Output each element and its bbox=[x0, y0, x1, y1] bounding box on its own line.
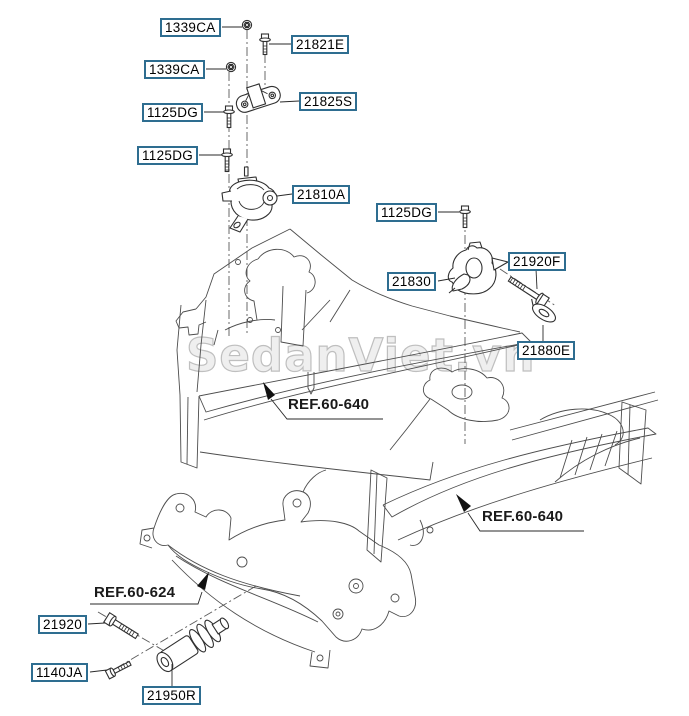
part-label-21880E[interactable]: 21880E bbox=[517, 341, 576, 360]
leader-lines bbox=[87, 26, 584, 686]
crossmember-drawing bbox=[139, 469, 417, 669]
part-label-21821E[interactable]: 21821E bbox=[291, 35, 350, 54]
part-label-1125DG-c[interactable]: 1125DG bbox=[376, 203, 438, 222]
bolt-icon bbox=[259, 33, 271, 56]
bracket-21825S-drawing bbox=[235, 83, 281, 113]
part-label-21920[interactable]: 21920 bbox=[38, 615, 88, 634]
part-label-21830[interactable]: 21830 bbox=[387, 272, 437, 291]
part-label-1140JA[interactable]: 1140JA bbox=[31, 663, 88, 682]
engine-mount-21810A-drawing bbox=[221, 166, 278, 233]
part-label-21920F[interactable]: 21920F bbox=[508, 252, 566, 271]
nut-icon bbox=[241, 19, 253, 31]
part-label-21950R[interactable]: 21950R bbox=[142, 686, 202, 705]
part-label-21825S[interactable]: 21825S bbox=[299, 92, 358, 111]
nut-icon bbox=[225, 61, 237, 73]
part-label-21810A[interactable]: 21810A bbox=[292, 185, 351, 204]
bolt-1140JA-drawing bbox=[104, 660, 132, 680]
ref-label-60-640-left: REF.60-640 bbox=[288, 396, 370, 413]
side-member-right-drawing bbox=[366, 367, 659, 563]
mount-bracket-21830-drawing bbox=[447, 241, 509, 295]
roll-mount-21950R-drawing bbox=[156, 617, 230, 673]
part-label-1125DG-a[interactable]: 1125DG bbox=[142, 103, 204, 122]
ref-arrowheads bbox=[197, 382, 471, 590]
bolt-icon bbox=[221, 148, 233, 173]
ref-label-60-640-right: REF.60-640 bbox=[482, 508, 564, 525]
bolt-icon bbox=[223, 105, 235, 129]
bolt-21920-drawing bbox=[103, 612, 139, 640]
ref-label-60-624: REF.60-624 bbox=[94, 584, 176, 601]
watermark: SedanViet.vn bbox=[185, 328, 536, 382]
part-label-1339CA-top[interactable]: 1339CA bbox=[160, 18, 221, 37]
stopper-21880E-drawing bbox=[531, 298, 557, 323]
bolt-icon bbox=[459, 205, 471, 229]
part-label-1339CA-mid[interactable]: 1339CA bbox=[144, 60, 205, 79]
part-label-1125DG-b[interactable]: 1125DG bbox=[137, 146, 199, 165]
bolt-21920F-drawing bbox=[507, 276, 550, 309]
